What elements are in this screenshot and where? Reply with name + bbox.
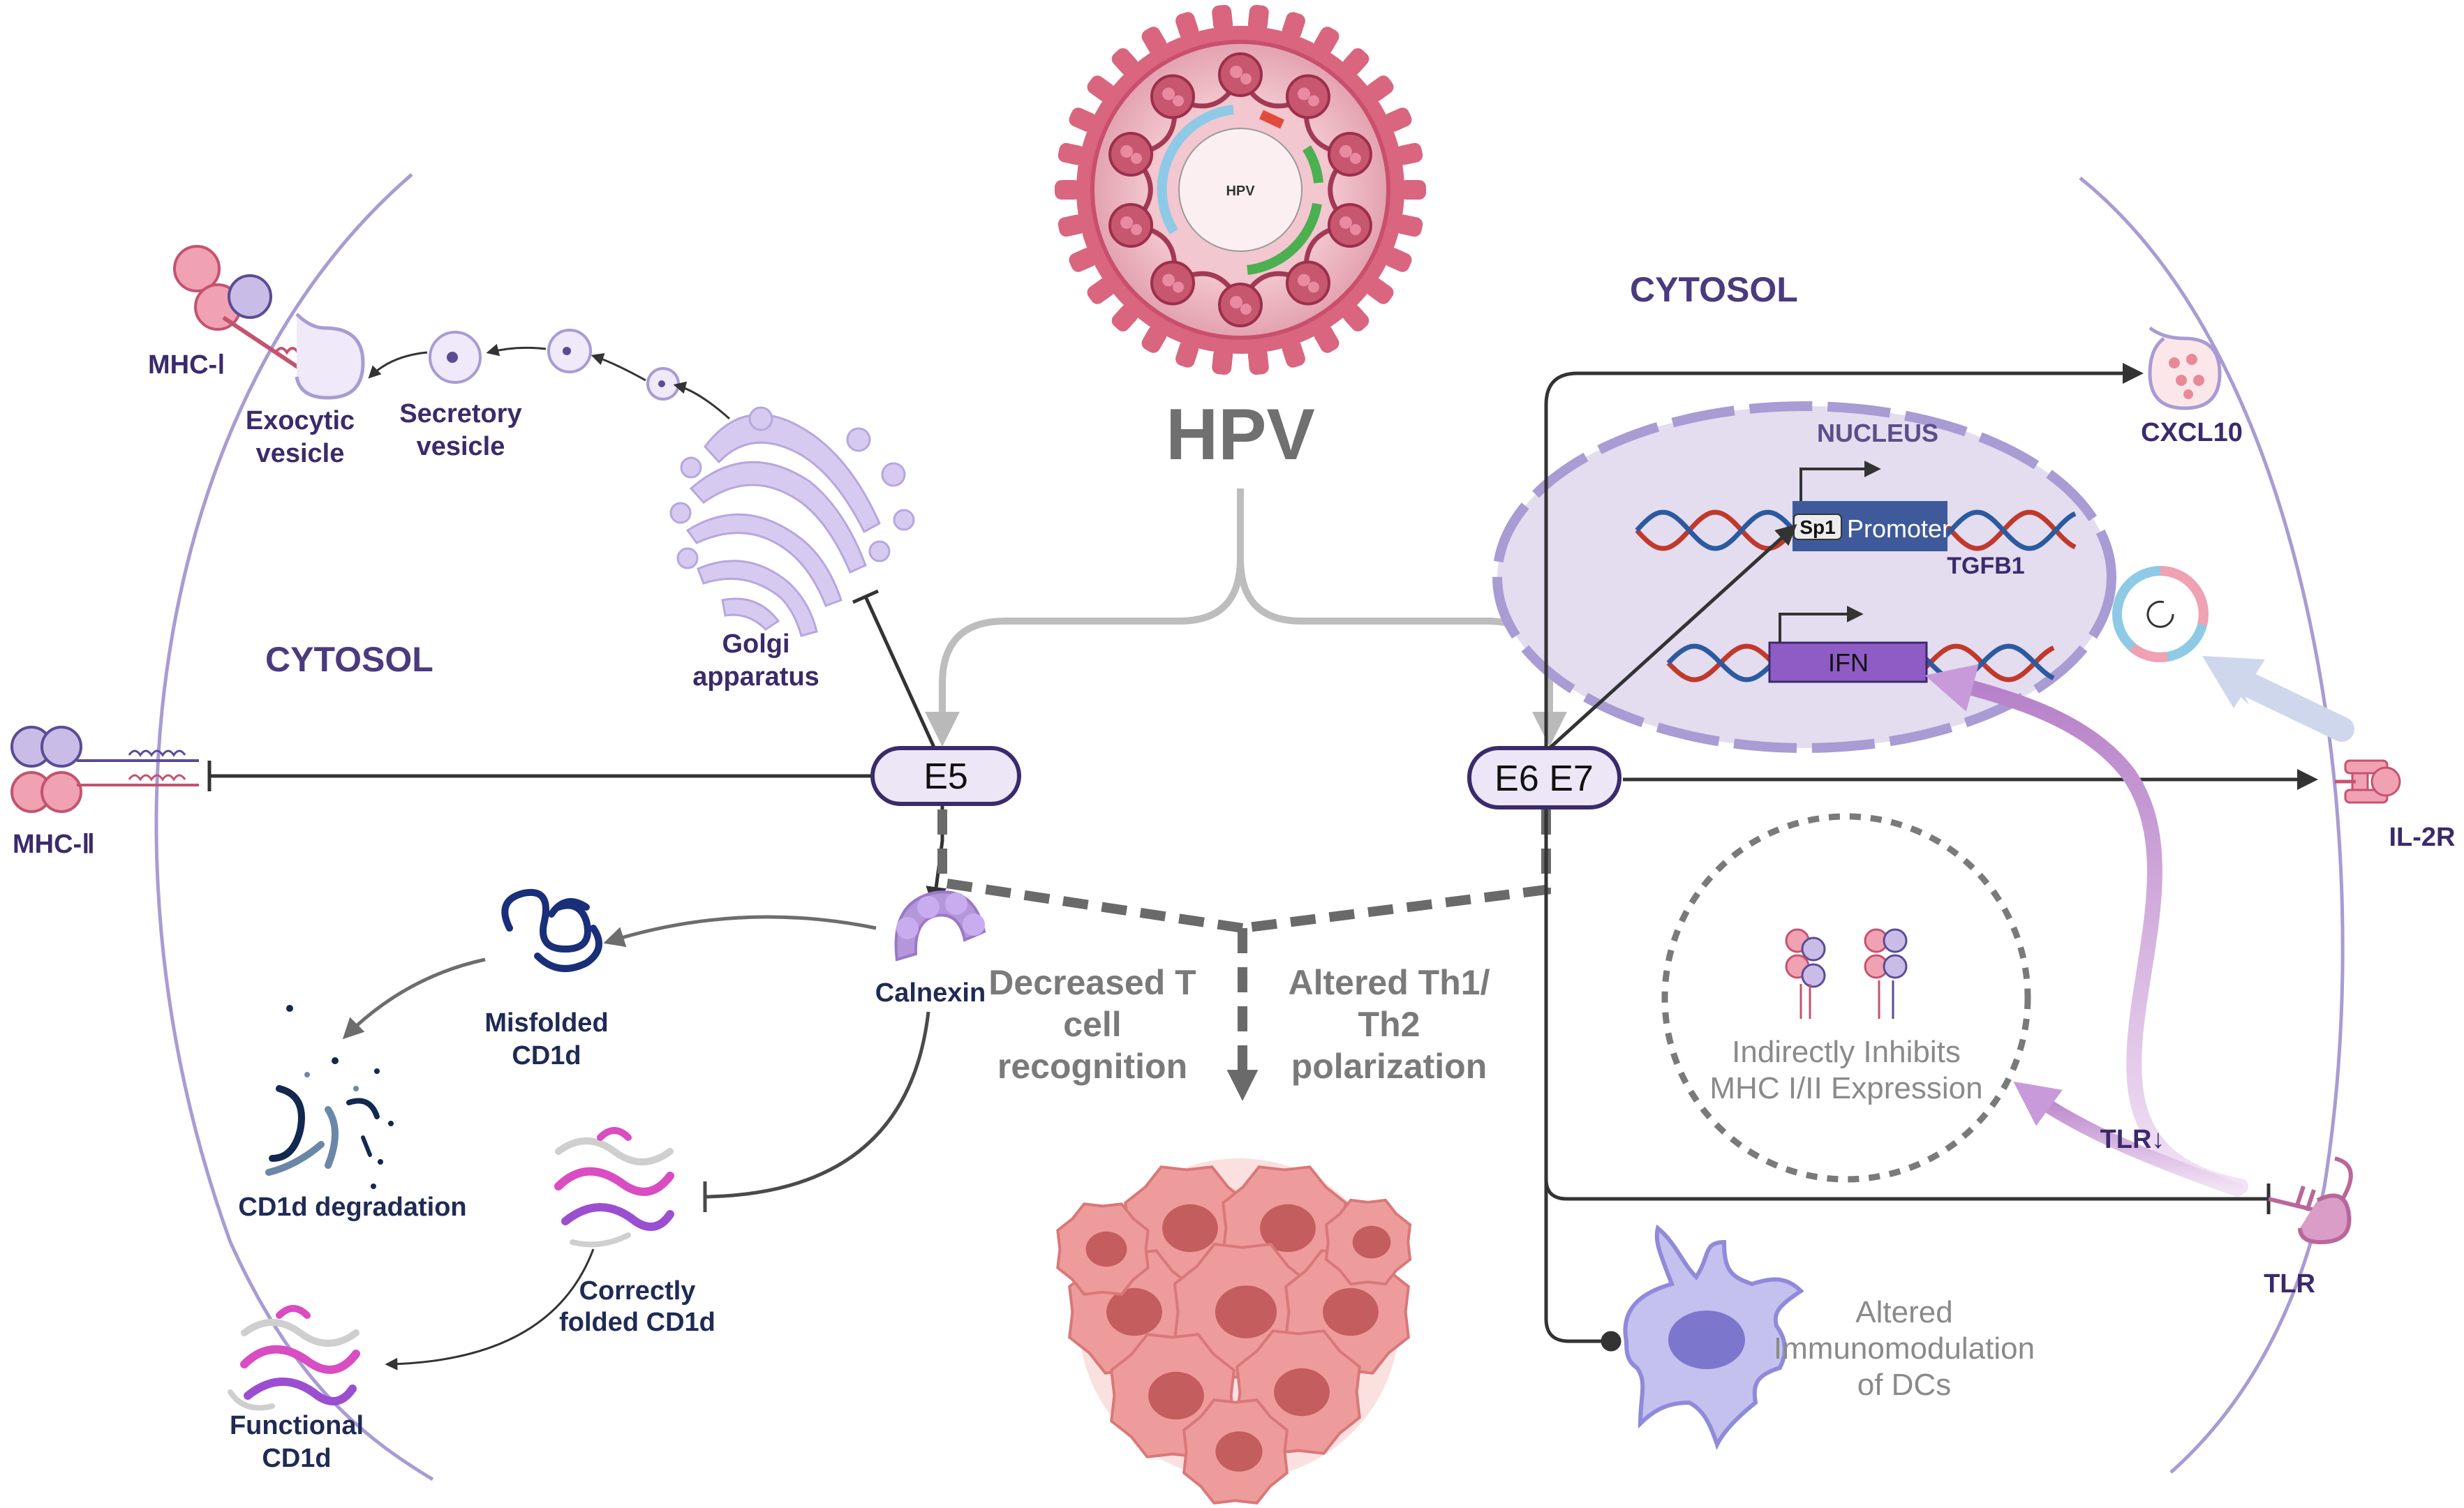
dc-label-2: Immunomodulation [1774,1331,2035,1366]
decreased-label-2: cell [1063,1005,1121,1044]
degradation-label: CD1d degradation [238,1193,466,1222]
e6e7-label: E6 E7 [1494,759,1594,799]
sp1-label: Sp1 [1799,516,1835,538]
promoter-label: Promoter [1847,514,1950,543]
left-cytosol-label: CYTOSOL [265,640,433,679]
e6e7-to-cxcl10-arrow [1544,363,2144,748]
mhc1-label: MHC-Ⅰ [148,350,225,380]
inhibits-label-1: Indirectly Inhibits [1732,1035,1961,1069]
altered-label-3: polarization [1291,1047,1487,1086]
tlr-receptor-icon [2268,1156,2353,1245]
mhc1-icon [173,245,329,389]
correct-label-1: Correctly [579,1276,696,1306]
secretion-arrows [368,343,730,420]
hpv-genome-label: HPV [1226,184,1255,199]
right-cell-membrane [2079,177,2345,1474]
folded-to-functional-arrow [385,1248,595,1371]
secretory-label-1: Secretory [399,399,521,428]
hpv-genome-icon: HPV [1157,105,1323,275]
mhc-inhibition-circle: Indirectly Inhibits MHC I/II Expression [1661,813,2031,1183]
golgi-label-1: Golgi [722,629,789,659]
ifn-gene: IFN [1768,606,1928,683]
tlr-down-label: TLR↓ [2100,1125,2165,1154]
nucleus-label: NUCLEUS [1817,419,1938,447]
misfolded-cd1d-icon [501,888,602,972]
exocytic-vesicle-icon [295,313,365,400]
tumor-cell-cluster-icon [1056,1158,1412,1505]
hpv-label: HPV [1166,394,1315,475]
il2r-receptor-icon [2335,759,2401,804]
exocytic-label-2: vesicle [256,439,345,468]
cxcl10-label: CXCL10 [2141,418,2243,447]
right-cytosol-label: CYTOSOL [1630,270,1798,309]
correct-label-2: folded CD1d [559,1308,715,1337]
golgi-label-2: apparatus [692,662,819,692]
functional-cd1d-icon [228,1305,360,1411]
e6e7-to-promoter-arrow [1548,523,1797,749]
tlr-label: TLR [2264,1269,2315,1299]
mhc2-label: MHC-Ⅱ [13,830,95,859]
e5-oncoprotein[interactable]: E5 [870,746,1021,806]
e6-e7-oncoproteins[interactable]: E6 E7 [1467,746,1621,809]
ifn-label: IFN [1828,648,1869,677]
e5-inhibits-golgi [852,589,937,752]
exocytic-label-1: Exocytic [246,406,355,435]
inhibits-label-2: MHC I/II Expression [1709,1071,1982,1105]
cxcl10-vesicle-icon [2148,326,2222,410]
golgi-apparatus-icon [669,406,915,637]
e5-label: E5 [923,756,968,797]
il2r-label: IL-2R [2389,823,2456,852]
secretory-vesicles [429,329,680,401]
altered-label-1: Altered Th1/ [1289,963,1490,1002]
hpv-virus: HPV [1055,4,1426,375]
calnexin-icon [894,890,986,962]
dc-label-3: of DCs [1857,1368,1951,1402]
hpv-branch-arrows [925,488,1567,747]
misfolded-label-1: Misfolded [484,1008,608,1038]
decreased-label-1: Decreased T [988,963,1196,1002]
dendritic-cell-icon [1623,1224,1804,1450]
e6e7-to-dc-line [1544,1179,1621,1352]
functional-label-1: Functional [230,1411,364,1440]
cd1d-degradation-icon [265,1005,394,1189]
tlr-signal-paths [1924,664,2248,1197]
altered-label-2: Th2 [1358,1005,1420,1044]
correctly-folded-cd1d-icon [554,1127,674,1248]
tgfb1-label: TGFB1 [1947,553,2024,579]
secretory-label-2: vesicle [417,432,505,461]
misfolded-to-degradation-arrow [342,957,486,1040]
mhc-receptor-icons [1785,928,1908,1019]
decreased-label-3: recognition [997,1047,1187,1086]
il2r-signal-arrow [2202,656,2354,742]
mhc2-icon [10,726,199,813]
dc-label-1: Altered [1855,1295,1952,1329]
calnexin-inhibits-folding [703,1011,930,1212]
e5-inhibits-mhc2 [207,761,873,791]
calnexin-label: Calnexin [875,978,986,1008]
tgfb1-promoter: Sp1 Promoter [1793,461,1950,551]
misfolded-label-2: CD1d [512,1041,581,1070]
functional-label-2: CD1d [262,1444,331,1473]
nucleus [1492,401,2116,753]
plasmid-icon [2112,566,2209,662]
calnexin-to-misfolded-arrow [603,915,877,948]
